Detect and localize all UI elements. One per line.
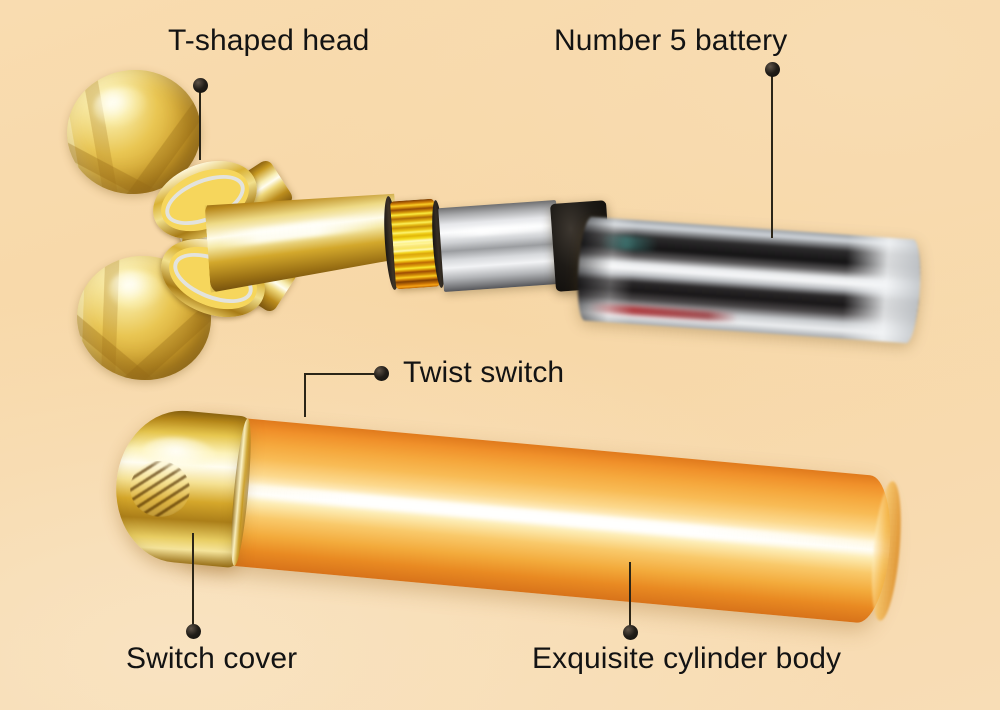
leader-dot-exquisite-cylinder-body: [623, 625, 638, 640]
leader-dot-twist-switch: [374, 366, 389, 381]
annotation-label-twist-switch: Twist switch: [403, 356, 565, 389]
switch-cover-cap: [109, 405, 251, 569]
leader-dot-number-5-battery: [765, 62, 780, 77]
leader-dot-switch-cover: [186, 624, 201, 639]
leader-line-t-shaped-head: [199, 88, 201, 160]
leader-line-twist-switch-vertical: [304, 373, 306, 417]
annotation-label-number-5-battery: Number 5 battery: [554, 24, 788, 57]
chrome-shaft: [438, 199, 562, 293]
leader-line-switch-cover: [192, 533, 194, 628]
leader-line-exquisite-cylinder-body: [629, 562, 631, 628]
annotation-label-switch-cover: Switch cover: [126, 642, 298, 675]
annotation-label-exquisite-cylinder-body: Exquisite cylinder body: [532, 642, 842, 675]
t-shaped-head-assembly: [55, 60, 639, 387]
leader-line-twist-switch-horizontal: [304, 373, 380, 375]
leader-line-number-5-battery: [771, 70, 773, 238]
leader-dot-t-shaped-head: [193, 78, 208, 93]
cap-coil-reflection: [128, 458, 193, 519]
annotation-label-t-shaped-head: T-shaped head: [168, 24, 370, 57]
